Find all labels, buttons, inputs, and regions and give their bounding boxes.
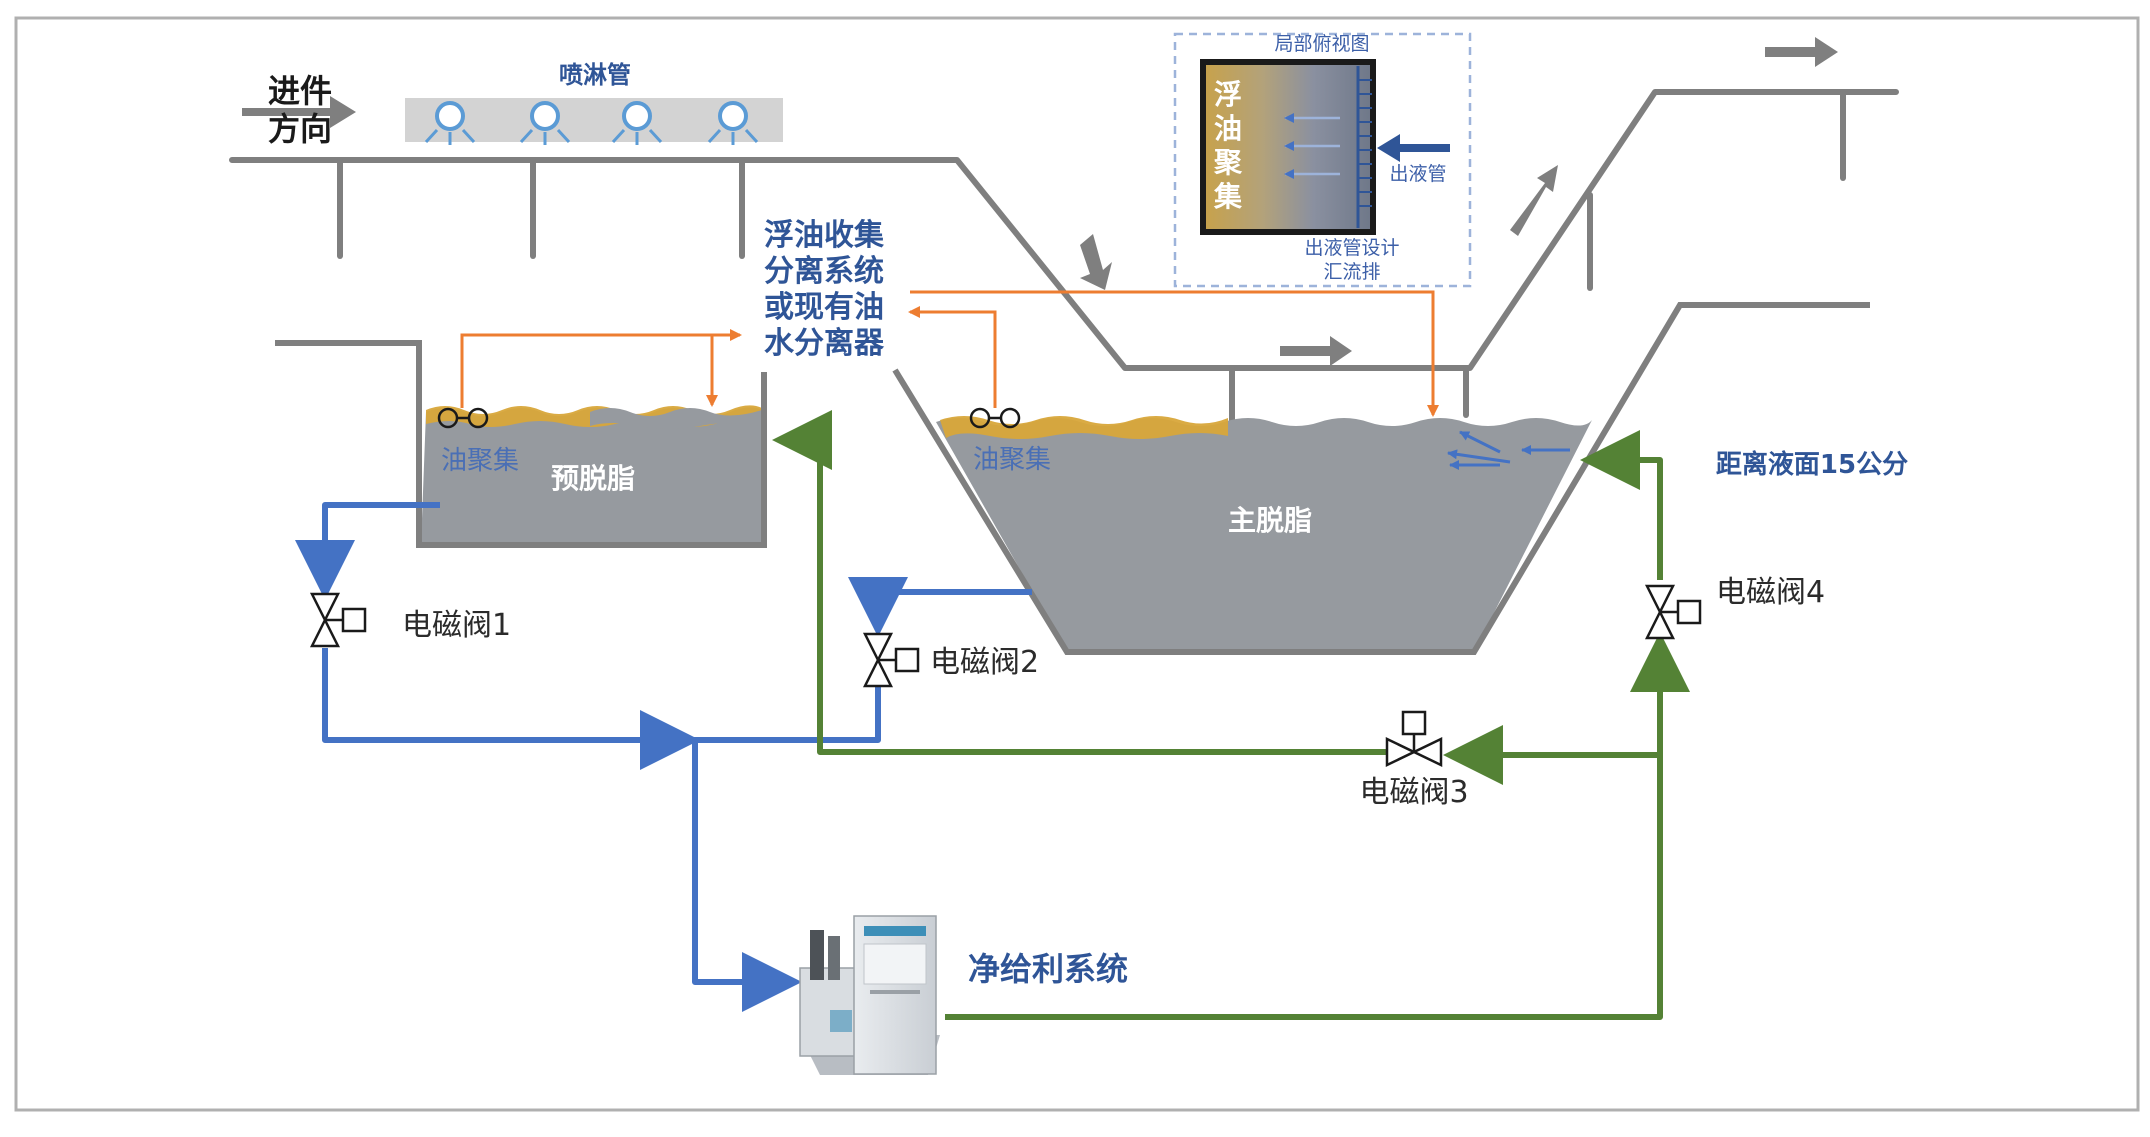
solenoid-valve-4[interactable] xyxy=(1644,584,1702,640)
spray-nozzle-icon xyxy=(435,101,748,131)
separator-label-2: 分离系统 xyxy=(764,254,884,289)
treatment-system-machine-icon xyxy=(799,915,940,1075)
conveyor-rail xyxy=(229,89,1899,463)
outlet-pipe-arrow-icon xyxy=(1377,134,1450,162)
spray-pipe-label: 喷淋管 xyxy=(559,61,631,89)
oil-skimmer-icon xyxy=(437,407,489,429)
outer-frame xyxy=(14,16,2140,1112)
valve-2-label: 电磁阀2 xyxy=(930,645,1039,680)
inset-flow-arrow-icon xyxy=(1284,113,1340,179)
oil-flow-lines xyxy=(460,290,1439,417)
inset-caption-1: 出液管设计 xyxy=(1304,237,1399,259)
main-oil-gather-label: 油聚集 xyxy=(973,445,1051,475)
inset-outlet-pipe-label: 出液管 xyxy=(1389,163,1446,185)
inset-caption-2: 汇流排 xyxy=(1323,261,1380,283)
oil-skimmer-icon xyxy=(969,407,1021,429)
feed-direction-arrow-icon xyxy=(242,96,356,128)
separator-label-1: 浮油收集 xyxy=(764,218,885,253)
inset-float-oil-3: 聚 xyxy=(1213,146,1243,179)
valve-4-label: 电磁阀4 xyxy=(1716,575,1825,610)
inset-float-oil-2: 油 xyxy=(1214,112,1242,145)
valve-1-label: 电磁阀1 xyxy=(402,608,511,643)
solenoid-valve-2[interactable] xyxy=(862,632,920,688)
solenoid-valve-3[interactable] xyxy=(1385,710,1443,767)
main-degreasing-tank xyxy=(892,302,1870,655)
inset-float-oil-4: 集 xyxy=(1213,180,1242,213)
pre-oil-gather-label: 油聚集 xyxy=(441,446,519,476)
inset-title: 局部俯视图 xyxy=(1274,33,1369,55)
valve-3-label: 电磁阀3 xyxy=(1359,775,1468,810)
system-label: 净给利系统 xyxy=(968,950,1128,988)
pre-degreasing-tank xyxy=(275,340,767,548)
main-tank-label: 主脱脂 xyxy=(1228,504,1312,537)
separator-label-4: 水分离器 xyxy=(764,326,885,361)
feed-direction-label-2: 方向 xyxy=(268,110,332,148)
separator-label-3: 或现有油 xyxy=(764,290,884,325)
inflow-arrow-icon xyxy=(1447,430,1570,470)
inset-float-oil-1: 浮 xyxy=(1214,78,1242,111)
conveyor-direction-arrow-icon xyxy=(1080,37,1838,366)
inset-top-view xyxy=(1173,32,1472,288)
solenoid-valve-1[interactable] xyxy=(309,592,367,648)
return-flow-lines xyxy=(772,410,1690,1020)
pre-tank-label: 预脱脂 xyxy=(551,462,635,495)
distance-note-label: 距离液面15公分 xyxy=(1716,449,1908,480)
drain-flow-lines xyxy=(295,502,1032,1012)
feed-direction-label-1: 进件 xyxy=(268,72,332,110)
spray-pipe xyxy=(405,98,783,145)
